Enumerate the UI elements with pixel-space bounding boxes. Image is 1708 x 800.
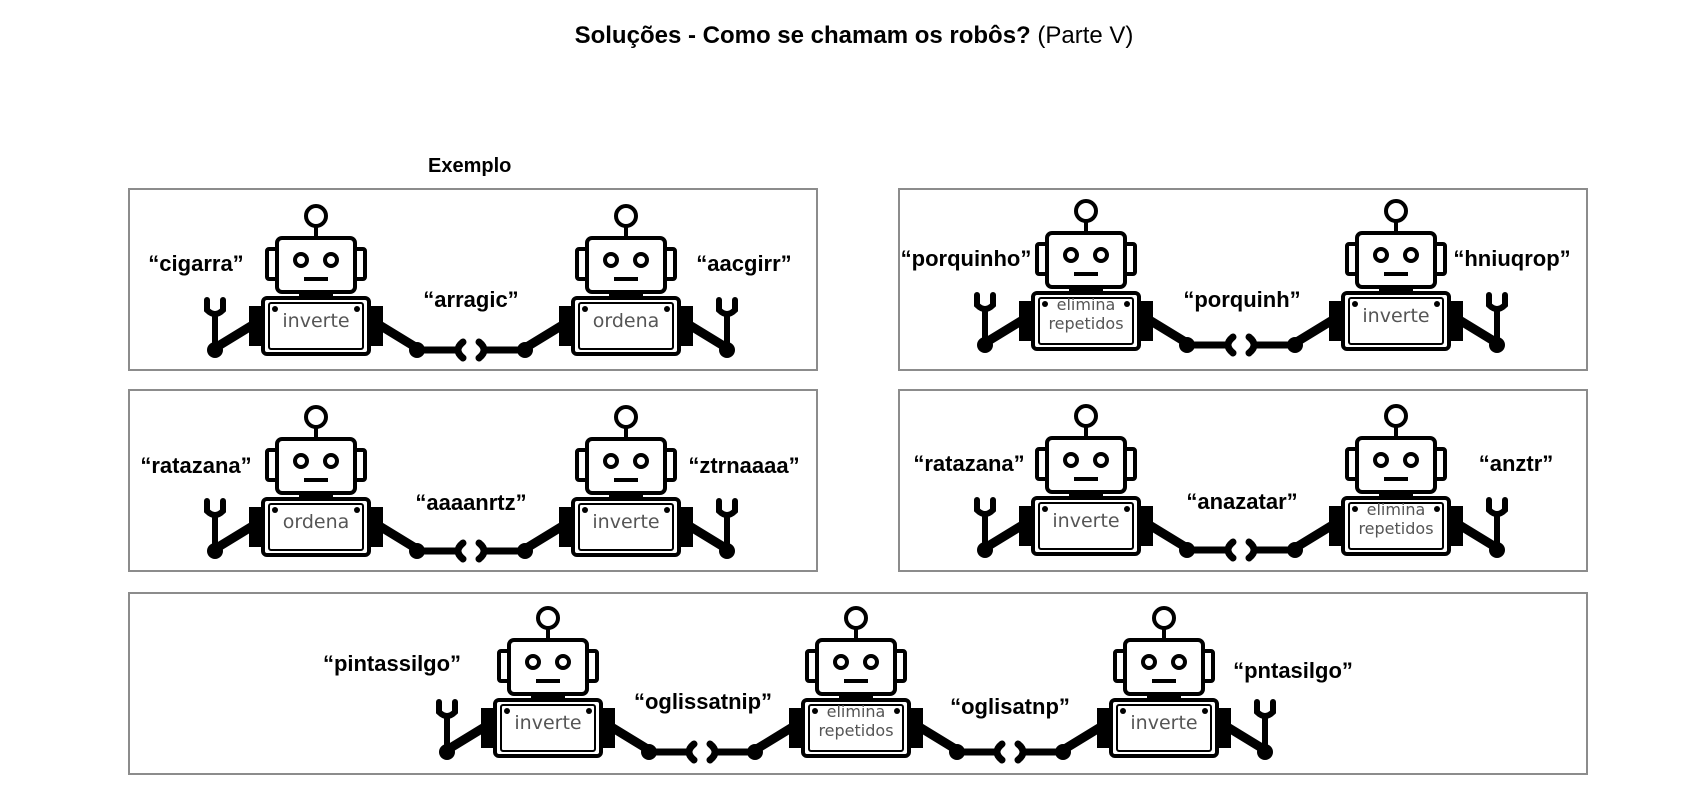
title-bold: Soluções - Como se chamam os robôs?	[574, 22, 1031, 49]
svg-text:inverte: inverte	[592, 511, 659, 533]
title-part: (Parte V)	[1037, 22, 1134, 49]
output-word: “anztr”	[1478, 451, 1554, 476]
svg-text:elimina: elimina	[827, 702, 886, 721]
hand-link-icon	[413, 539, 529, 563]
robot-icon: ordena	[201, 405, 431, 570]
intermediate-word: “anazatar”	[1186, 489, 1298, 514]
svg-text:repetidos: repetidos	[1048, 314, 1123, 333]
svg-text:repetidos: repetidos	[1358, 519, 1433, 538]
robot-icon: inverte	[1281, 199, 1511, 364]
hand-link-icon	[1183, 333, 1299, 357]
panel-4	[898, 389, 1588, 572]
svg-text:inverte: inverte	[1130, 712, 1197, 734]
panel-2	[898, 188, 1588, 371]
intermediate-word: “porquinh”	[1183, 287, 1301, 312]
svg-text:repetidos: repetidos	[818, 721, 893, 740]
panel-3	[128, 389, 818, 572]
robot-icon: inverte	[971, 404, 1201, 569]
claw-hand-icon	[1254, 699, 1276, 752]
svg-text:ordena: ordena	[283, 511, 350, 533]
svg-text:inverte: inverte	[282, 310, 349, 332]
claw-hand-icon	[204, 498, 226, 551]
input-word: “ratazana”	[140, 453, 252, 478]
svg-text:ordena: ordena	[593, 310, 660, 332]
panel-example	[128, 188, 818, 371]
intermediate-word: “arragic”	[423, 287, 519, 312]
input-word: “cigarra”	[148, 251, 244, 276]
svg-text:elimina: elimina	[1367, 500, 1426, 519]
claw-hand-icon	[716, 297, 738, 350]
claw-hand-icon	[204, 297, 226, 350]
hand-link-icon	[413, 338, 529, 362]
output-word: “hniuqrop”	[1453, 246, 1571, 271]
robot-icon: ordena	[511, 204, 741, 369]
claw-hand-icon	[974, 292, 996, 345]
svg-text:inverte: inverte	[1362, 305, 1429, 327]
robot-icon: elimina repetidos	[741, 606, 971, 771]
claw-hand-icon	[974, 497, 996, 550]
example-label: Exemplo	[428, 155, 512, 177]
robot-icon: inverte	[201, 204, 431, 369]
hand-link-icon	[953, 740, 1067, 764]
page-title: Soluções - Como se chamam os robôs? (Par…	[0, 22, 1708, 50]
output-word: “pntasilgo”	[1233, 658, 1353, 683]
svg-text:inverte: inverte	[514, 712, 581, 734]
svg-text:elimina: elimina	[1057, 295, 1116, 314]
robot-icon: elimina repetidos	[971, 199, 1201, 364]
intermediate-word: “aaaanrtz”	[415, 490, 527, 515]
hand-link-icon	[645, 740, 759, 764]
intermediate-word: “oglisatnp”	[950, 694, 1070, 719]
input-word: “porquinho”	[900, 246, 1032, 271]
hand-link-icon	[1183, 538, 1299, 562]
svg-text:inverte: inverte	[1052, 510, 1119, 532]
output-word: “ztrnaaaa”	[688, 453, 800, 478]
intermediate-word: “oglissatnip”	[633, 689, 773, 714]
output-word: “aacgirr”	[696, 251, 792, 276]
input-word: “ratazana”	[913, 451, 1025, 476]
claw-hand-icon	[716, 498, 738, 551]
claw-hand-icon	[1486, 497, 1508, 550]
claw-hand-icon	[436, 699, 458, 752]
robot-icon: inverte	[1049, 606, 1279, 771]
claw-hand-icon	[1486, 292, 1508, 345]
robot-icon: inverte	[511, 405, 741, 570]
robot-icon: elimina repetidos	[1281, 404, 1511, 569]
input-word: “pintassilgo”	[322, 651, 462, 676]
robot-icon: inverte	[433, 606, 663, 771]
